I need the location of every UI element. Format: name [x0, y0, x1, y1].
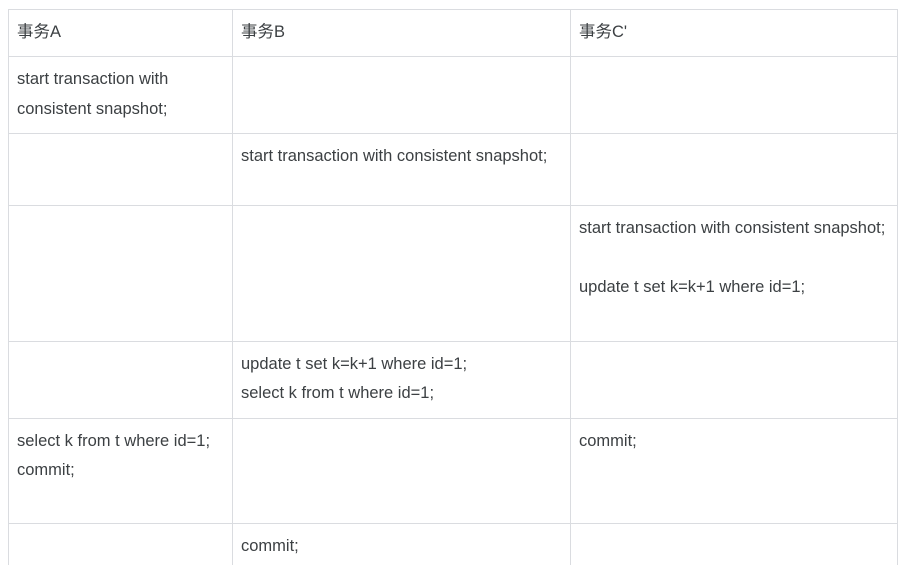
sql-statement-text: update t set k=k+1 where id=1; select k … [241, 355, 468, 403]
sql-statement-text: commit; [241, 536, 299, 555]
sql-statement-text: start transaction with consistent snapsh… [17, 70, 169, 118]
sql-statement-text [579, 532, 889, 533]
sql-statement-text: select k from t where id=1; commit; [17, 431, 211, 480]
sql-statement-text [17, 142, 224, 143]
sql-statement-text: start transaction with consistent snapsh… [579, 219, 886, 296]
sql-statement-text: commit; [579, 431, 637, 450]
cell-c-row4 [570, 341, 898, 419]
cell-b-row2: start transaction with consistent snapsh… [232, 133, 571, 207]
cell-b-row5 [232, 417, 571, 524]
cell-a-row2 [8, 133, 233, 207]
cell-c-row6 [570, 522, 898, 565]
cell-c-row3: start transaction with consistent snapsh… [570, 205, 898, 343]
table-body: start transaction with consistent snapsh… [8, 56, 898, 565]
sql-statement-text [579, 350, 889, 351]
column-header-transaction-a: 事务A [8, 8, 233, 58]
sql-statement-text [17, 214, 224, 215]
table-row: update t set k=k+1 where id=1; select k … [8, 341, 898, 419]
transaction-timeline-table: 事务A 事务B 事务C' start transaction with cons… [8, 8, 898, 565]
column-header-transaction-b: 事务B [232, 8, 571, 58]
column-header-label-b: 事务B [241, 23, 286, 41]
cell-a-row5: select k from t where id=1; commit; [8, 417, 233, 524]
table-row: select k from t where id=1; commit; comm… [8, 417, 898, 524]
table-row: commit; [8, 522, 898, 565]
sql-statement-text [241, 214, 562, 215]
table-row: start transaction with consistent snapsh… [8, 205, 898, 343]
cell-a-row4 [8, 341, 233, 419]
sql-statement-text: start transaction with consistent snapsh… [241, 147, 548, 166]
column-header-transaction-c: 事务C' [570, 8, 898, 58]
cell-a-row6 [8, 522, 233, 565]
column-header-label-a: 事务A [17, 23, 62, 41]
sql-statement-text [579, 142, 889, 143]
cell-c-row2 [570, 133, 898, 207]
sql-statement-text [241, 65, 562, 66]
table-header: 事务A 事务B 事务C' [8, 8, 898, 58]
cell-b-row1 [232, 56, 571, 135]
sql-statement-text [17, 532, 224, 533]
sql-statement-text [579, 65, 889, 66]
sql-statement-text [241, 427, 562, 428]
cell-b-row4: update t set k=k+1 where id=1; select k … [232, 341, 571, 419]
table-row: start transaction with consistent snapsh… [8, 133, 898, 207]
table-row: start transaction with consistent snapsh… [8, 56, 898, 135]
cell-c-row5: commit; [570, 417, 898, 524]
cell-c-row1 [570, 56, 898, 135]
table-header-row: 事务A 事务B 事务C' [8, 8, 898, 58]
cell-b-row6: commit; [232, 522, 571, 565]
cell-a-row3 [8, 205, 233, 343]
cell-b-row3 [232, 205, 571, 343]
sql-statement-text [17, 350, 224, 351]
cell-a-row1: start transaction with consistent snapsh… [8, 56, 233, 135]
column-header-label-c: 事务C' [579, 23, 628, 41]
